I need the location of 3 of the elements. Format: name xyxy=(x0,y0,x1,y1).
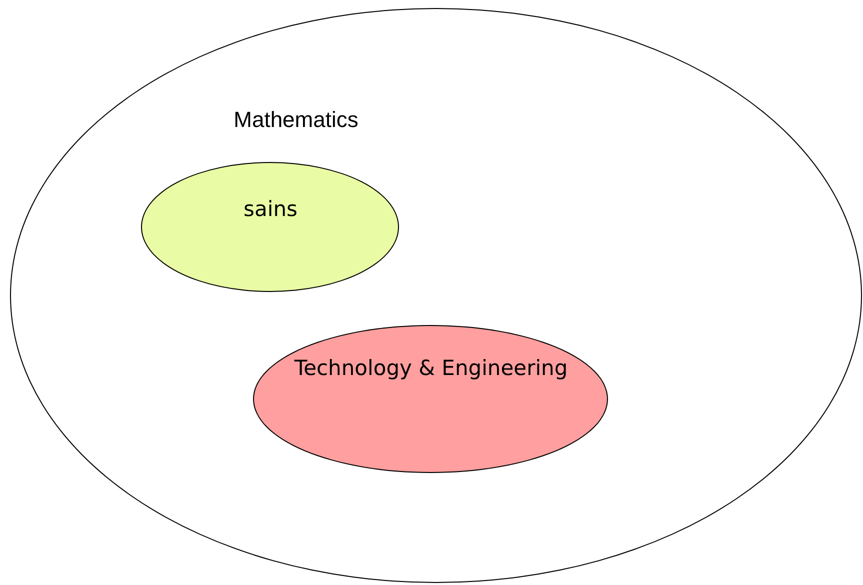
region-label: sains xyxy=(242,196,298,222)
region-label: Mathematics xyxy=(232,106,360,134)
region-label: Technology & Engineering xyxy=(294,354,568,382)
